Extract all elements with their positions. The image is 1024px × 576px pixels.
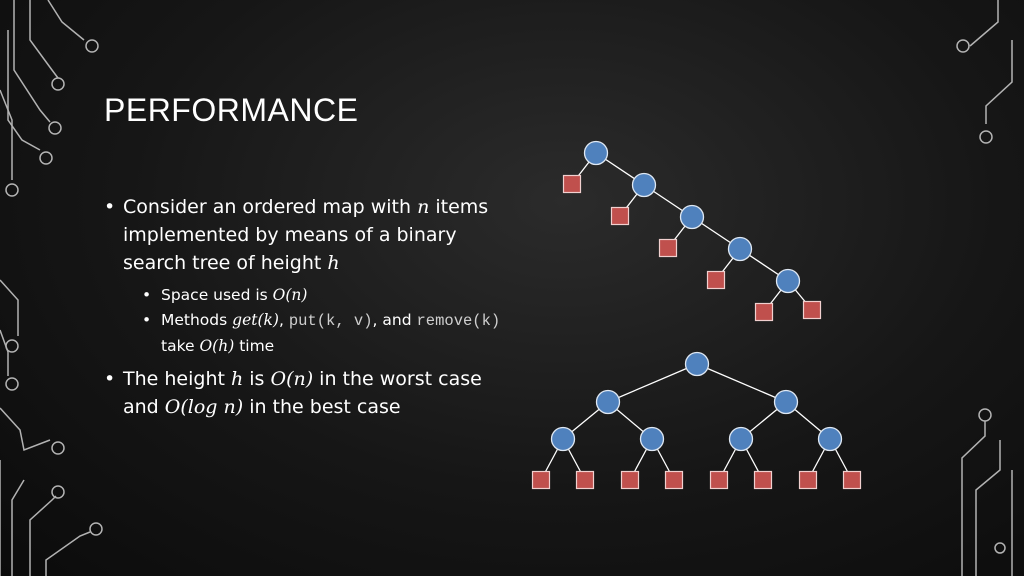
bullet-text: Methods xyxy=(161,311,233,329)
external-node xyxy=(664,470,684,490)
math-get: get(k) xyxy=(232,311,279,329)
internal-node xyxy=(773,389,799,415)
external-node xyxy=(620,470,640,490)
bullet-text: , xyxy=(278,311,289,329)
external-node xyxy=(802,300,822,320)
math-n: n xyxy=(417,196,430,218)
degenerate-tree xyxy=(562,140,822,322)
external-node xyxy=(610,206,630,226)
internal-node xyxy=(775,268,801,294)
bullet-text: is xyxy=(243,368,271,390)
code-put: put(k, v) xyxy=(288,312,373,330)
math-time: O(h) xyxy=(199,337,235,355)
balanced-tree xyxy=(531,351,862,490)
slide-title: PERFORMANCE xyxy=(104,92,359,128)
math-h: h xyxy=(327,252,340,274)
external-node xyxy=(562,174,582,194)
internal-node xyxy=(727,236,753,262)
math-space: O(n) xyxy=(272,286,308,304)
bullet-ordered-map: Consider an ordered map with n items imp… xyxy=(104,193,504,277)
bullet-text: Consider an ordered map with xyxy=(123,196,418,218)
internal-node xyxy=(817,426,843,452)
external-node xyxy=(753,470,773,490)
code-remove: remove(k) xyxy=(416,312,501,330)
subbullet-space: Space used is O(n) xyxy=(104,283,504,308)
external-node xyxy=(842,470,862,490)
bullet-text: time xyxy=(234,337,275,355)
internal-node xyxy=(679,204,705,230)
bullet-text: in the worst case and xyxy=(123,368,482,418)
internal-node xyxy=(631,172,657,198)
math-best: O(log n) xyxy=(164,396,244,418)
bullet-text: The height xyxy=(123,368,231,390)
external-node xyxy=(798,470,818,490)
external-node xyxy=(706,270,726,290)
internal-node xyxy=(595,389,621,415)
external-node xyxy=(575,470,595,490)
math-h: h xyxy=(230,368,244,390)
bullet-text: in the best case xyxy=(243,396,401,418)
tree-edge xyxy=(607,363,698,403)
internal-node xyxy=(583,140,609,166)
external-node xyxy=(754,302,774,322)
external-node xyxy=(531,470,551,490)
bullet-text: , and xyxy=(372,311,417,329)
internal-node xyxy=(684,351,710,377)
subbullet-methods: Methods get(k), put(k, v), and remove(k)… xyxy=(104,308,504,359)
internal-node xyxy=(550,426,576,452)
tree-edge xyxy=(696,363,787,403)
internal-node xyxy=(639,426,665,452)
internal-node xyxy=(728,426,754,452)
math-worst: O(n) xyxy=(270,368,314,390)
external-node xyxy=(658,238,678,258)
bullet-text: Space used is xyxy=(161,286,273,304)
bullet-text: items implemented by means of a binary s… xyxy=(123,196,489,274)
bullet-text: take xyxy=(161,337,200,355)
external-node xyxy=(709,470,729,490)
bullet-height: The height h is O(n) in the worst case a… xyxy=(104,365,504,421)
bullet-list: Consider an ordered map with n items imp… xyxy=(104,193,504,421)
